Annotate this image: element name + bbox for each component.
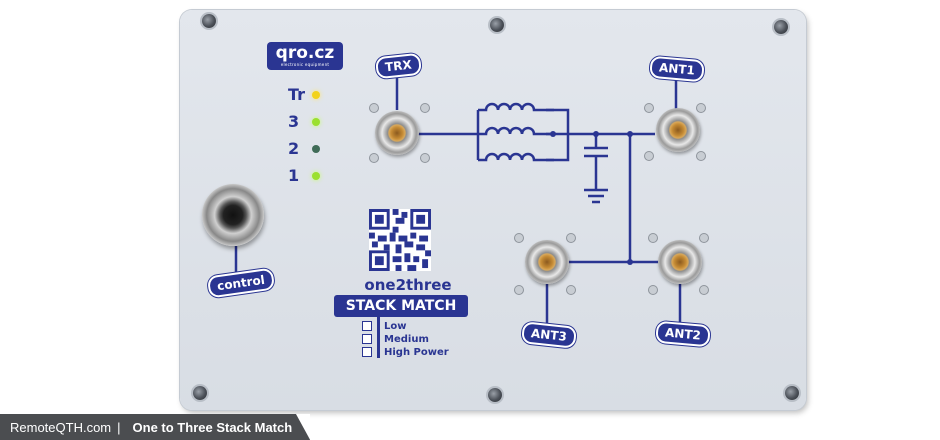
screw-icon xyxy=(649,234,657,242)
led-2-indicator xyxy=(312,145,320,153)
checkbox-icon xyxy=(362,334,372,344)
power-option-high: High Power xyxy=(362,346,449,358)
checkbox-icon xyxy=(362,347,372,357)
screw-icon xyxy=(421,154,429,162)
caption-separator: | xyxy=(117,419,121,435)
options-bar xyxy=(377,316,380,358)
screw-icon xyxy=(193,386,207,400)
led-1-indicator xyxy=(312,172,320,180)
led-tr-indicator xyxy=(312,91,320,99)
screw-icon xyxy=(700,286,708,294)
ant2-tag: ANT2 xyxy=(655,320,711,348)
screw-icon xyxy=(645,104,653,112)
screw-icon xyxy=(785,386,799,400)
screw-icon xyxy=(700,234,708,242)
caption-bar: RemoteQTH.com | One to Three Stack Match xyxy=(0,414,311,440)
power-option-medium: Medium xyxy=(362,333,429,345)
screw-icon xyxy=(488,388,502,402)
logo-sub: electronic equipment xyxy=(280,62,330,67)
caption-title-segment: One to Three Stack Match xyxy=(132,414,311,440)
caption-site-segment: RemoteQTH.com | xyxy=(0,414,133,440)
trx-connector-icon[interactable] xyxy=(375,111,419,155)
screw-icon xyxy=(370,104,378,112)
power-option-label: High Power xyxy=(384,346,449,358)
screw-icon xyxy=(774,20,788,34)
led-label-2: 2 xyxy=(288,139,300,158)
qr-code-icon xyxy=(369,209,431,271)
ant1-tag: ANT1 xyxy=(649,55,705,83)
screw-icon xyxy=(515,286,523,294)
ant2-connector-icon[interactable] xyxy=(658,240,702,284)
screw-icon xyxy=(567,286,575,294)
screw-icon xyxy=(697,152,705,160)
product-title: STACK MATCH xyxy=(334,295,468,317)
led-label-3: 3 xyxy=(288,112,300,131)
screw-icon xyxy=(515,234,523,242)
screw-icon xyxy=(567,234,575,242)
led-3-indicator xyxy=(312,118,320,126)
logo-main: qro.cz xyxy=(275,43,335,63)
led-label-tr: Tr xyxy=(288,85,306,104)
power-option-label: Low xyxy=(384,320,407,332)
led-label-1: 1 xyxy=(288,166,300,185)
caption-title: One to Three Stack Match xyxy=(132,419,293,435)
screw-icon xyxy=(645,152,653,160)
ant3-connector-icon[interactable] xyxy=(525,240,569,284)
brand-logo: qro.cz electronic equipment xyxy=(267,42,343,70)
control-jack-socket-icon[interactable] xyxy=(202,184,264,246)
power-option-label: Medium xyxy=(384,333,429,345)
screw-icon xyxy=(202,14,216,28)
ant1-connector-icon[interactable] xyxy=(656,108,700,152)
caption-site: RemoteQTH.com xyxy=(10,419,112,435)
power-option-low: Low xyxy=(362,320,406,332)
screw-icon xyxy=(649,286,657,294)
screw-icon xyxy=(370,154,378,162)
product-name: one2three xyxy=(364,276,452,294)
screw-icon xyxy=(490,18,504,32)
screw-icon xyxy=(421,104,429,112)
screw-icon xyxy=(697,104,705,112)
checkbox-icon xyxy=(362,321,372,331)
